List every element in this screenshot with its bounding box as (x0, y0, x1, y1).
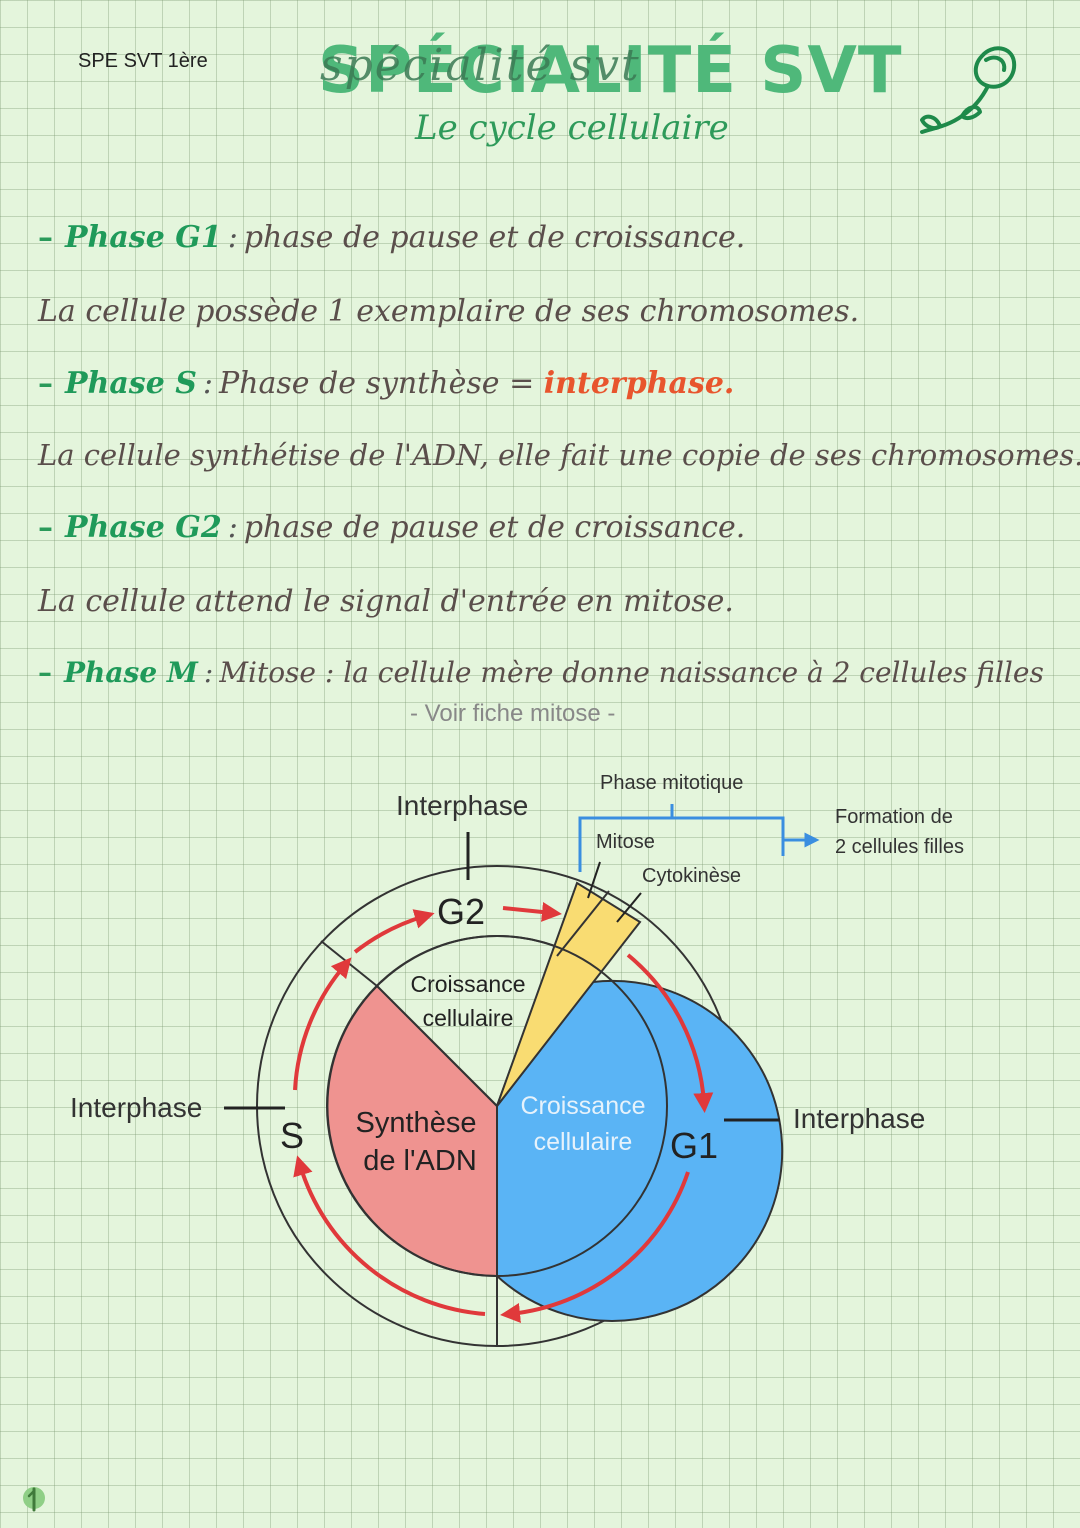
note-line-g1-detail: La cellule possède 1 exemplaire de ses c… (38, 294, 859, 329)
mitosis-cytokinesis-divider (556, 890, 610, 957)
note-text: La cellule attend le signal d'entrée en … (38, 584, 734, 619)
arrow-mitosis-to-g1 (626, 953, 714, 1113)
interphase-top-label: Interphase (396, 790, 528, 821)
arrow-into-g2 (353, 909, 435, 954)
phase-title: Phase M (64, 656, 198, 689)
note-text: La cellule possède 1 exemplaire de ses c… (38, 294, 860, 329)
arrow-g1-down (500, 1171, 690, 1323)
mitosis-pointer (587, 861, 601, 899)
phase-title: Phase S (65, 366, 197, 401)
interphase-right-label: Interphase (793, 1103, 925, 1134)
bullet-dash: – (38, 510, 53, 545)
growth-label-top-line1: Croissance (410, 971, 525, 997)
note-text: La cellule synthétise de l'ADN, elle fai… (38, 438, 1080, 472)
cytokinesis-label: Cytokinèse (642, 865, 741, 887)
cytokinesis-pointer (616, 892, 642, 923)
leaf-icon (23, 1487, 45, 1512)
mitotic-phase-bracket (578, 804, 820, 872)
arrow-s-to-g2 (293, 957, 352, 1091)
note-line-m: –Phase M:Mitose : la cellule mère donne … (38, 656, 1044, 689)
synthesis-label-line1: Synthèse (356, 1107, 477, 1139)
s-label: S (280, 1115, 304, 1156)
note-line-s-detail: La cellule synthétise de l'ADN, elle fai… (38, 438, 1080, 472)
course-label: SPE SVT 1ère (78, 50, 208, 72)
rose-icon (920, 46, 1017, 134)
page-title: SPÉCIALITÉ SVT (318, 34, 903, 108)
phase-title: Phase G1 (65, 220, 222, 255)
phase-description: phase de pause et de croissance. (243, 510, 746, 545)
interphase-accent: interphase. (543, 366, 735, 401)
arrow-g2-to-mitosis (502, 902, 562, 922)
growth-label-right-line2: cellulaire (534, 1128, 633, 1156)
phase-description: Phase de synthèse = (219, 366, 535, 401)
note-line-g2-detail: La cellule attend le signal d'entrée en … (38, 584, 734, 619)
note-line-s: –Phase S:Phase de synthèse = interphase. (38, 366, 734, 401)
s-g2-divider (320, 940, 378, 987)
g2-label: G2 (437, 891, 485, 932)
phase-description: Mitose : la cellule mère donne naissance… (219, 656, 1044, 689)
bullet-dash: – (38, 656, 52, 689)
g1-label: G1 (670, 1125, 718, 1166)
formation-label-line2: 2 cellules filles (835, 836, 964, 858)
bullet-dash: – (38, 366, 53, 401)
growth-sector-g1 (496, 979, 784, 1322)
arrow-to-s (293, 1155, 486, 1316)
colon: : (203, 656, 214, 689)
page-subtitle: Le cycle cellulaire (415, 108, 729, 148)
phase-title: Phase G2 (65, 510, 222, 545)
mitosis-wedge (496, 881, 642, 1107)
page-title-script: spécialité svt (320, 40, 641, 91)
note-line-g1: –Phase G1:phase de pause et de croissanc… (38, 220, 745, 255)
colon: : (227, 510, 238, 545)
colon: : (227, 220, 238, 255)
interphase-left-label: Interphase (70, 1092, 202, 1123)
growth-label-right-line1: Croissance (520, 1092, 645, 1120)
growth-label-top-line2: cellulaire (423, 1005, 514, 1031)
colon: : (202, 366, 214, 401)
phase-description: phase de pause et de croissance. (243, 220, 746, 255)
note-line-g2: –Phase G2:phase de pause et de croissanc… (38, 510, 745, 545)
mitotic-phase-label: Phase mitotique (600, 772, 743, 794)
bullet-dash: – (38, 220, 53, 255)
synthesis-label-line2: de l'ADN (363, 1145, 477, 1177)
mitosis-label: Mitose (596, 831, 655, 853)
formation-label-line1: Formation de (835, 806, 953, 828)
see-mitosis-sheet-note: - Voir fiche mitose - (410, 700, 616, 727)
